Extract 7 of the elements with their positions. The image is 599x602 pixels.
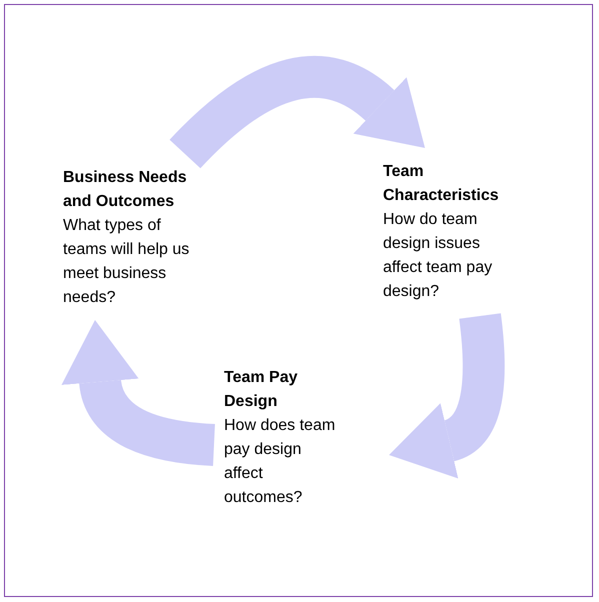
question-text: How do team design issues affect team pay design? [383, 210, 494, 302]
heading-text: Business Needs and Outcomes [63, 168, 188, 212]
heading-text: Team Pay Design [224, 368, 299, 412]
curved-arrow [61, 318, 216, 466]
question-text: How does team pay design affect outcomes? [224, 416, 336, 508]
heading-text: Team Characteristics [383, 162, 500, 206]
question-text: What types of teams will help us meet business needs? [63, 216, 190, 308]
